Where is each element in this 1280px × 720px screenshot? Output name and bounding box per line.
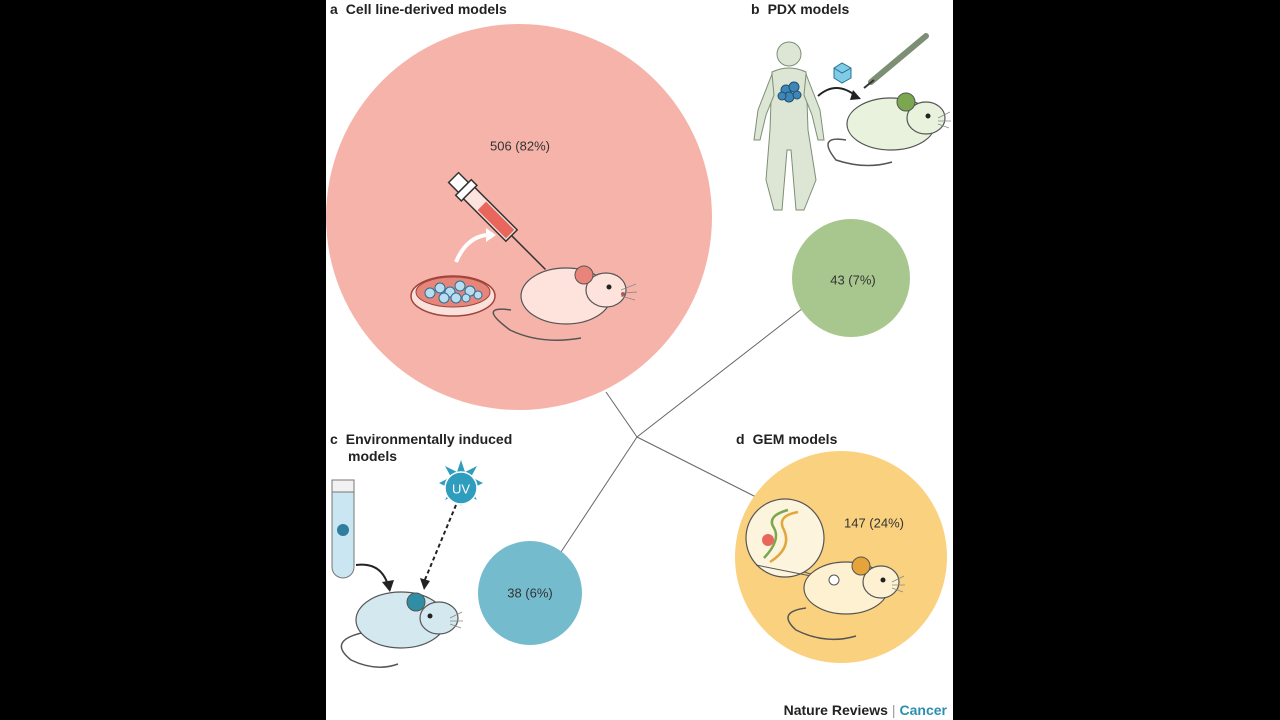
panel-b-letter: b: [751, 1, 760, 17]
panel-c-title-line1: Environmentally induced: [345, 431, 513, 447]
uv-label: UV: [451, 481, 471, 497]
tumor-icon: [777, 81, 802, 103]
implant-arrow: [817, 87, 857, 97]
connector-a: [605, 391, 638, 438]
panel-b-title-text: PDX models: [767, 1, 850, 17]
panel-c-title-line2: models: [348, 448, 398, 464]
gem-count: 147 (24%): [844, 515, 904, 531]
pdx-count: 43 (7%): [830, 272, 876, 288]
dna-zoom-icon: [745, 498, 832, 581]
panel-a-title-text: Cell line-derived models: [345, 1, 507, 17]
uv-arrow: [423, 504, 457, 583]
panel-a-letter: a: [330, 1, 338, 17]
cell-line-circle: [326, 24, 712, 410]
journal-credit: Nature Reviews|Cancer: [784, 702, 947, 718]
panel-a-title: a Cell line-derived models: [330, 1, 507, 18]
implant-arrowhead: [850, 90, 861, 100]
panel-b-title: b PDX models: [751, 1, 849, 18]
mouse-b-icon: [827, 92, 951, 167]
petri-dish-icon: [410, 275, 496, 317]
connector-lines: [560, 307, 804, 553]
mouse-c-icon: [340, 591, 463, 668]
publisher-name: Nature Reviews: [783, 702, 888, 718]
uv-arrowhead: [420, 578, 430, 590]
test-tube-icon: [331, 479, 355, 579]
environmental-circle: [478, 541, 582, 645]
scalpel-icon: [863, 33, 929, 89]
mutation-icon: [762, 534, 774, 546]
chemical-arrowhead: [382, 580, 394, 592]
connector-d: [636, 436, 757, 498]
environmental-count: 38 (6%): [507, 585, 553, 601]
transfer-arrowhead: [486, 228, 496, 242]
uv-sun-icon: [439, 460, 483, 506]
skull-icon: [337, 524, 349, 536]
connector-c: [560, 436, 638, 553]
connector-b: [636, 307, 804, 438]
panel-c-title: c Environmentally induced models: [330, 431, 512, 465]
cell-line-count: 506 (82%): [490, 138, 550, 154]
panel-d-title-text: GEM models: [752, 431, 838, 447]
mouse-a-icon: [492, 265, 638, 341]
transfer-arrow: [454, 233, 487, 263]
syringe-icon: [447, 171, 547, 271]
diagram-canvas: [326, 24, 951, 668]
journal-name: Cancer: [899, 702, 947, 718]
tissue-cube-icon: [833, 62, 852, 84]
human-figure-icon: [753, 41, 825, 211]
panel-d-title: d GEM models: [736, 431, 837, 448]
credit-separator: |: [891, 702, 896, 718]
pdx-circle: [792, 219, 910, 337]
panel-c-letter: c: [330, 431, 338, 447]
mouse-d-icon: [787, 556, 905, 641]
panel-d-letter: d: [736, 431, 745, 447]
